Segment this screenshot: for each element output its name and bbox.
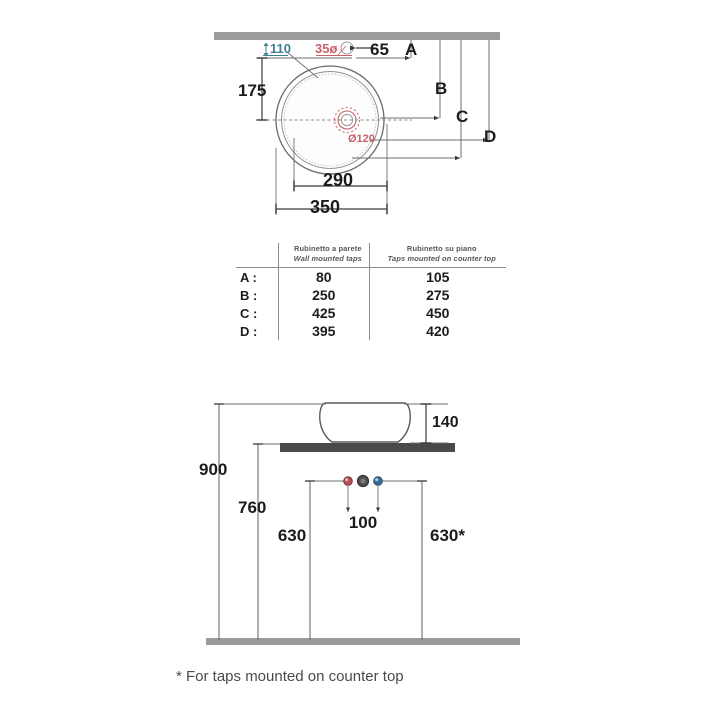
dim-label-140: 140	[432, 414, 459, 431]
plan-view-group: 110 35ø 65 175 Ø120 290 350 A B C D	[214, 32, 500, 217]
table-row: D : 395 420	[236, 322, 506, 340]
spec-cell-d-counter: 420	[368, 322, 506, 340]
spec-col-wall-mounted: Rubinetto a parete Wall mounted taps	[278, 243, 370, 268]
spec-col-counter-mounted: Rubinetto su piano Taps mounted on count…	[368, 243, 506, 268]
spec-cell-c-wall: 425	[278, 304, 370, 322]
spec-col-wall-it: Rubinetto a parete	[293, 244, 362, 253]
spec-cell-a-counter: 105	[368, 267, 506, 286]
spec-cell-b-wall: 250	[278, 286, 370, 304]
spec-table-head: Rubinetto a parete Wall mounted taps Rub…	[236, 243, 506, 268]
spec-col-counter-it: Rubinetto su piano	[406, 244, 477, 253]
dim-label-760: 760	[238, 498, 266, 517]
ref-label-c: C	[456, 107, 468, 126]
spec-col-wall-en: Wall mounted taps	[293, 254, 362, 263]
dim-label-100: 100	[349, 513, 377, 532]
table-row: C : 425 450	[236, 304, 506, 322]
dim-label-65: 65	[370, 40, 389, 59]
spec-row-label-b: B :	[240, 287, 258, 303]
elevation-view-group: 140 900 760	[199, 402, 520, 645]
wall-bar-plan	[214, 32, 500, 40]
ref-label-b: B	[435, 79, 447, 98]
spec-row-label-c: C :	[240, 305, 258, 321]
dim-label-35d: 35ø	[315, 41, 337, 56]
spec-table-body: A : 80 105 B : 250 275 C : 425 450 D : 3…	[236, 267, 506, 340]
spec-table-header-row: Rubinetto a parete Wall mounted taps Rub…	[236, 243, 506, 268]
ref-label-a: A	[405, 40, 417, 59]
dim-label-350: 350	[310, 197, 340, 217]
table-row: A : 80 105	[236, 267, 506, 286]
dim-label-110: 110	[270, 41, 291, 56]
footnote-text: * For taps mounted on counter top	[176, 668, 404, 685]
dim-label-290: 290	[323, 170, 353, 190]
dim-label-630-left: 630	[278, 526, 306, 545]
spec-row-label-d: D :	[240, 323, 258, 339]
hot-tap-marker	[343, 476, 353, 486]
spec-table-corner-cell	[236, 243, 279, 268]
spec-col-counter-en: Taps mounted on counter top	[387, 254, 496, 263]
cold-tap-marker	[373, 476, 383, 486]
basin-profile	[319, 402, 411, 443]
spec-cell-d-wall: 395	[278, 322, 370, 340]
floor-bar	[206, 638, 520, 645]
spec-cell-c-counter: 450	[368, 304, 506, 322]
leader-35	[337, 45, 347, 56]
counter-bar	[280, 443, 455, 452]
dim-label-900-value: 900	[199, 460, 227, 479]
spec-row-label-a: A :	[240, 269, 257, 285]
leader-110	[286, 51, 319, 79]
dim-label-175: 175	[238, 81, 266, 100]
spec-table-element: Rubinetto a parete Wall mounted taps Rub…	[236, 243, 506, 340]
taps-dimension-table: Rubinetto a parete Wall mounted taps Rub…	[236, 243, 506, 353]
mixer-tap-marker	[356, 474, 370, 488]
dim-label-drain: Ø120	[348, 133, 375, 145]
table-row: B : 250 275	[236, 286, 506, 304]
tap-hole-symbol	[340, 41, 354, 55]
spec-cell-b-counter: 275	[368, 286, 506, 304]
arrow-110-icon	[263, 42, 269, 57]
dim-label-630-right: 630*	[430, 526, 465, 545]
spec-cell-a-wall: 80	[278, 267, 370, 286]
ref-label-d: D	[484, 127, 496, 146]
